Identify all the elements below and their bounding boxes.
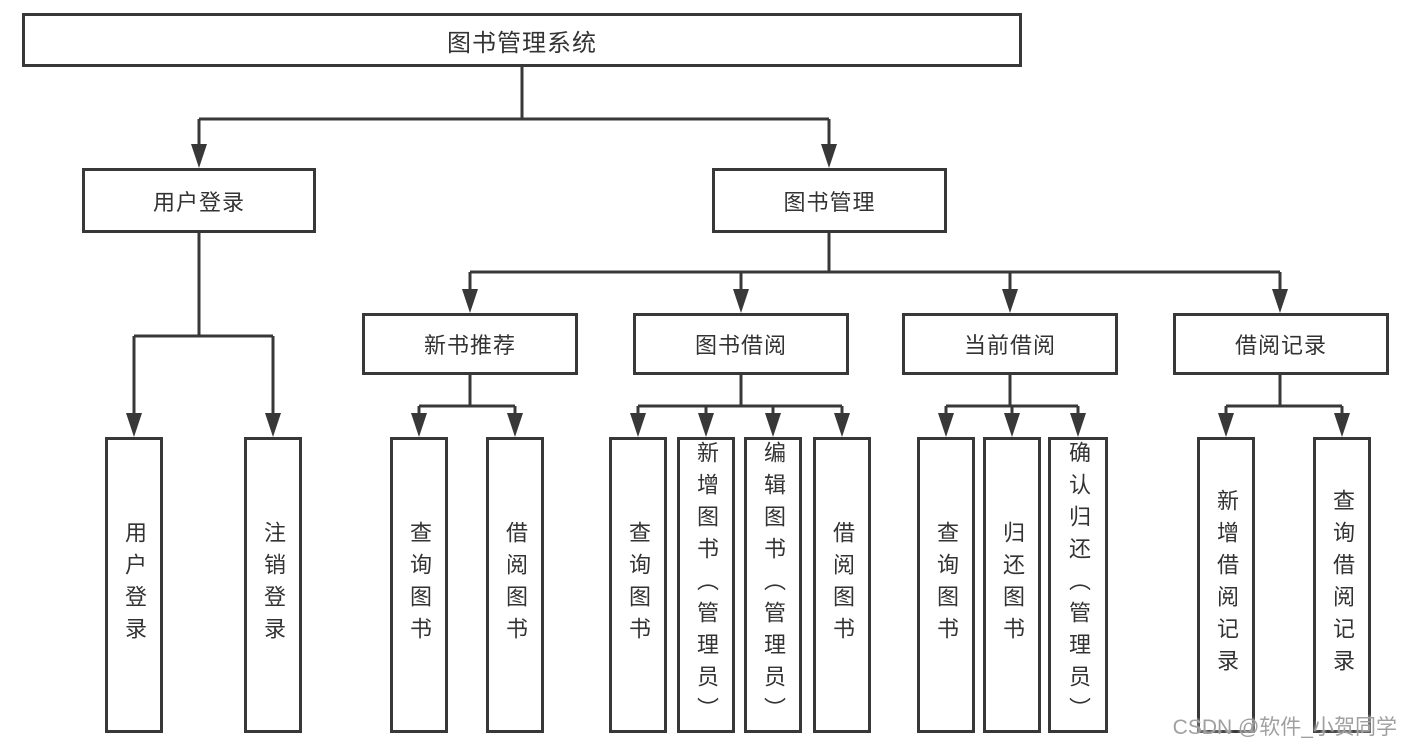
leaf-logout: 注销登录 (244, 437, 302, 733)
leaf-bb-add-book-admin: 新增图书（管理员） (677, 437, 735, 733)
node-label: 用户登录 (152, 189, 245, 215)
csdn-watermark: CSDN @软件_小贺同学 (1172, 716, 1397, 739)
leaf-cb-return-books: 归还图书 (983, 437, 1041, 733)
node-book-management: 图书管理 (712, 168, 947, 233)
edges-book-borrow (630, 375, 850, 437)
node-label: 用户登录 (122, 521, 147, 649)
node-label: 图书管理 (783, 189, 876, 215)
node-label: 查询图书 (626, 521, 651, 649)
leaf-bb-edit-book-admin: 编辑图书（管理员） (744, 437, 802, 733)
node-user-login: 用户登录 (82, 168, 316, 233)
node-label: 查询图书 (934, 521, 959, 649)
edges-user-login (126, 233, 281, 437)
node-label: 图书管理系统 (447, 29, 597, 57)
node-label: 新增借阅记录 (1214, 489, 1239, 681)
node-new-book-recommend: 新书推荐 (362, 313, 578, 375)
leaf-cb-confirm-return-admin: 确认归还（管理员） (1048, 437, 1108, 733)
node-label: 借阅记录 (1234, 333, 1327, 358)
node-current-borrow: 当前借阅 (902, 313, 1118, 375)
node-label: 注销登录 (261, 521, 286, 649)
leaf-nbr-borrow-books: 借阅图书 (486, 437, 544, 733)
leaf-cb-query-books: 查询图书 (917, 437, 975, 733)
leaf-br-add-record: 新增借阅记录 (1197, 437, 1255, 733)
node-book-borrow: 图书借阅 (633, 313, 849, 375)
node-root: 图书管理系统 (22, 13, 1022, 67)
node-label: 编辑图书（管理员） (761, 441, 786, 729)
node-label: 借阅图书 (830, 521, 855, 649)
node-label: 查询借阅记录 (1330, 489, 1355, 681)
edges-current-borrow (938, 375, 1086, 437)
edges-borrow-records (1218, 375, 1350, 437)
node-label: 确认归还（管理员） (1066, 441, 1091, 729)
node-label: 借阅图书 (503, 521, 528, 649)
node-label: 新书推荐 (423, 333, 516, 358)
leaf-bb-query-books: 查询图书 (609, 437, 667, 733)
node-label: 归还图书 (1000, 521, 1025, 649)
node-borrow-records: 借阅记录 (1173, 313, 1389, 375)
node-label: 查询图书 (407, 521, 432, 649)
leaf-bb-borrow-books: 借阅图书 (813, 437, 871, 733)
leaf-nbr-query-books: 查询图书 (390, 437, 448, 733)
edges-book-management (462, 233, 1288, 313)
node-label: 图书借阅 (694, 333, 787, 358)
leaf-br-query-record: 查询借阅记录 (1313, 437, 1371, 733)
edges-root (191, 67, 837, 168)
leaf-user-login: 用户登录 (105, 437, 163, 733)
node-label: 当前借阅 (963, 333, 1056, 358)
edges-new-book-recommend (411, 375, 523, 437)
node-label: 新增图书（管理员） (694, 441, 719, 729)
